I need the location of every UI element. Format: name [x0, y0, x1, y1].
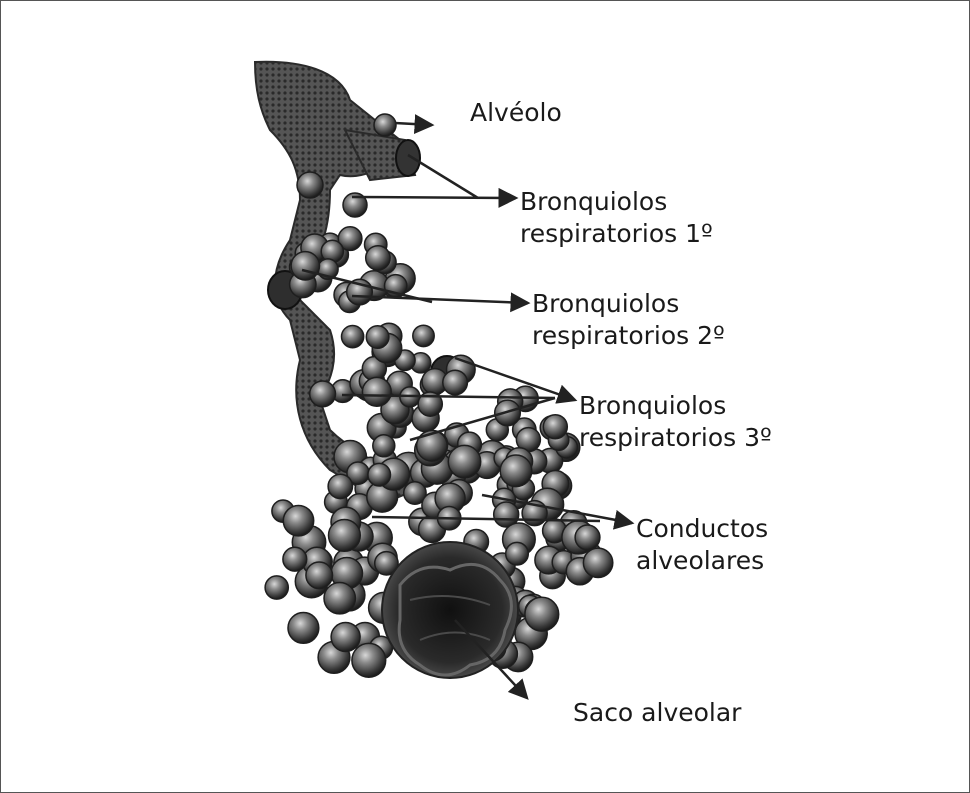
- alveolus: [525, 597, 559, 631]
- alveolus: [324, 583, 355, 614]
- label-line: respiratorios 2º: [532, 320, 725, 352]
- label-line: alveolares: [636, 545, 768, 577]
- alveolus: [583, 548, 612, 577]
- alveolus: [352, 643, 386, 677]
- alveolus: [283, 506, 313, 536]
- alveolus: [374, 114, 396, 136]
- label-line: Bronquiolos: [579, 390, 772, 422]
- alveolus: [331, 623, 360, 652]
- alveolus: [368, 463, 391, 486]
- alveolus: [291, 252, 319, 280]
- alveolus: [500, 455, 532, 487]
- label-bronquiolos-1: Bronquiolos respiratorios 1º: [520, 186, 713, 250]
- alveolus: [297, 172, 323, 198]
- label-conductos: Conductos alveolares: [636, 513, 768, 577]
- alveolus: [288, 613, 319, 644]
- pointer-alveolo: [395, 123, 432, 125]
- label-bronquiolos-2: Bronquiolos respiratorios 2º: [532, 288, 725, 352]
- alveolus: [443, 370, 468, 395]
- label-saco: Saco alveolar: [573, 697, 741, 729]
- alveolus: [543, 415, 567, 439]
- label-alveolo: Alvéolo: [470, 97, 562, 129]
- alveolus: [366, 246, 390, 270]
- alveolus: [329, 520, 361, 552]
- pointer-bronq1-a: [408, 155, 478, 198]
- label-bronquiolos-3: Bronquiolos respiratorios 3º: [579, 390, 772, 454]
- alveolus: [373, 435, 395, 457]
- alveolus: [310, 381, 336, 407]
- bronchiole-opening: [396, 140, 420, 176]
- alveolus: [448, 445, 480, 477]
- alveolus: [362, 377, 391, 406]
- alveolus: [413, 325, 434, 346]
- label-line: Bronquiolos: [520, 186, 713, 218]
- alveolus: [417, 431, 448, 462]
- pointer-bronq1-b: [352, 197, 516, 198]
- alveolus: [506, 542, 529, 565]
- alveolus: [306, 562, 333, 589]
- label-line: respiratorios 3º: [579, 422, 772, 454]
- alveolus: [575, 525, 600, 550]
- label-line: respiratorios 1º: [520, 218, 713, 250]
- alveolus: [366, 326, 389, 349]
- label-line: Conductos: [636, 513, 768, 545]
- label-line: Bronquiolos: [532, 288, 725, 320]
- alveolus: [265, 576, 288, 599]
- alveolus: [283, 547, 307, 571]
- alveolar-sac: [382, 542, 518, 678]
- alveolus: [342, 326, 364, 348]
- alveolus: [328, 474, 352, 498]
